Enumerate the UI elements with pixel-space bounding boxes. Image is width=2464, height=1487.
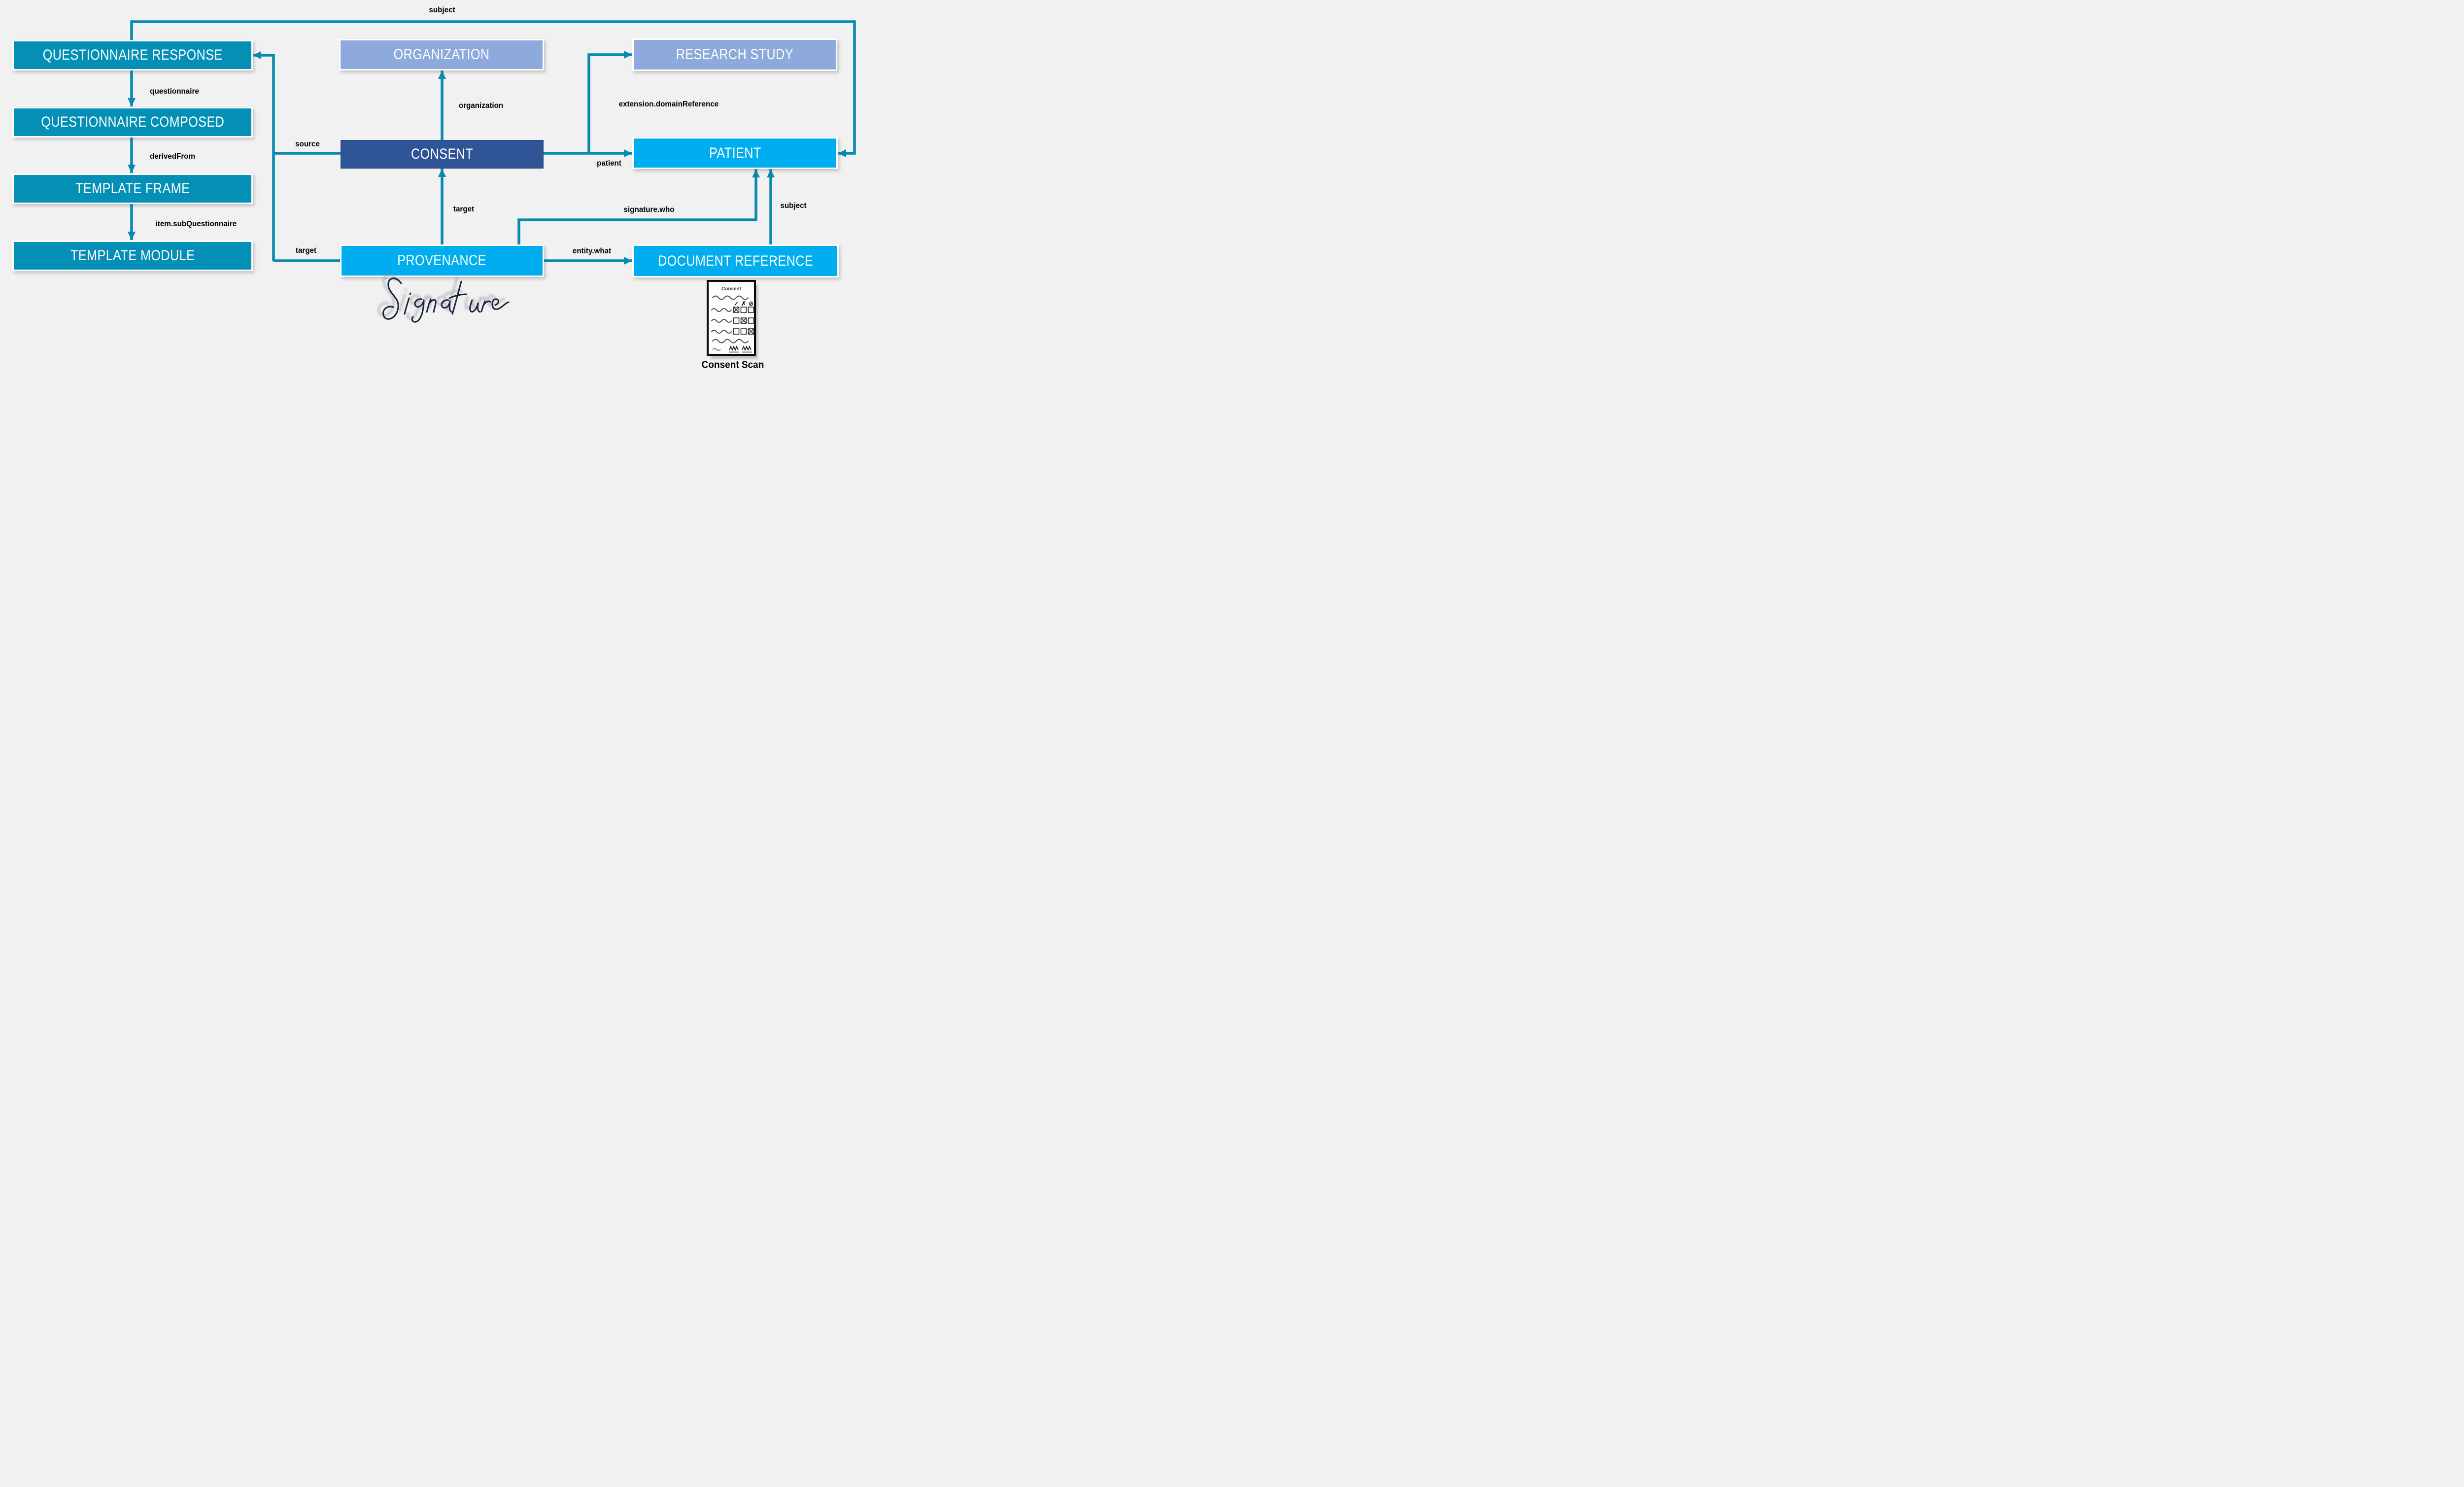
edge-label-item-sub-questionnaire: item.subQuestionnaire xyxy=(155,220,237,228)
edge-signature-who xyxy=(517,169,760,244)
node-label: CONSENT xyxy=(411,146,474,162)
node-questionnaire-composed: QUESTIONNAIRE COMPOSED xyxy=(12,107,253,138)
edge-label-entity-what: entity.what xyxy=(572,247,612,255)
node-label: QUESTIONNAIRE RESPONSE xyxy=(42,47,223,63)
node-organization: ORGANIZATION xyxy=(339,39,544,70)
scan-checkbox-grid xyxy=(733,307,754,335)
scan-wave xyxy=(712,295,749,300)
node-template-module: TEMPLATE MODULE xyxy=(12,241,253,271)
edge-label-subject-right: subject xyxy=(780,202,807,210)
signature-handwriting xyxy=(377,274,510,323)
consent-scan-caption: Consent Scan xyxy=(701,359,764,371)
node-provenance: PROVENANCE xyxy=(340,244,544,277)
scan-check-symbol: ✓ xyxy=(734,300,739,307)
node-research-study: RESEARCH STUDY xyxy=(632,38,837,71)
scan-wave xyxy=(711,319,732,323)
edge-label-target-left: target xyxy=(295,246,317,255)
node-questionnaire-response: QUESTIONNAIRE RESPONSE xyxy=(12,40,253,70)
consent-scan-image: Consent ✓ ✗ ⊘ xyxy=(707,280,758,359)
node-label: ORGANIZATION xyxy=(393,46,490,63)
connector-lines xyxy=(128,20,856,265)
edge-label-derived-from: derivedFrom xyxy=(149,152,196,161)
scan-wave xyxy=(711,330,732,334)
scan-footer-scribbles xyxy=(712,345,752,353)
edge-source-target-rail xyxy=(253,51,275,261)
edge-label-organization: organization xyxy=(458,102,504,110)
node-label: TEMPLATE MODULE xyxy=(70,247,195,264)
edge-label-extension-domain-reference: extension.domainReference xyxy=(618,100,719,108)
node-label: PATIENT xyxy=(709,144,761,161)
edge-label-subject-top: subject xyxy=(429,6,455,14)
node-label: RESEARCH STUDY xyxy=(676,46,794,63)
node-label: TEMPLATE FRAME xyxy=(75,180,190,197)
diagram-canvas: QUESTIONNAIRE RESPONSE QUESTIONNAIRE COM… xyxy=(0,0,868,372)
edge-extension-domain-reference xyxy=(587,51,632,153)
edge-label-target-mid: target xyxy=(453,205,475,213)
node-template-frame: TEMPLATE FRAME xyxy=(12,173,253,204)
node-label: QUESTIONNAIRE COMPOSED xyxy=(41,114,224,130)
node-label: DOCUMENT REFERENCE xyxy=(657,252,814,269)
scan-wave xyxy=(711,308,732,312)
scan-cross-symbol: ✗ xyxy=(741,300,746,307)
scan-null-symbol: ⊘ xyxy=(749,300,753,307)
edge-label-questionnaire: questionnaire xyxy=(150,87,199,96)
scan-wave xyxy=(712,339,749,344)
edge-label-source: source xyxy=(295,140,320,148)
node-document-reference: DOCUMENT REFERENCE xyxy=(632,244,839,277)
edge-label-patient: patient xyxy=(597,159,621,168)
node-label: PROVENANCE xyxy=(397,252,487,269)
node-patient: PATIENT xyxy=(632,137,838,169)
edge-subject-loop xyxy=(130,20,856,157)
scan-paper xyxy=(707,280,756,356)
scan-title: Consent xyxy=(721,286,742,292)
node-consent: CONSENT xyxy=(341,140,544,169)
edge-label-signature-who: signature.who xyxy=(623,206,675,214)
